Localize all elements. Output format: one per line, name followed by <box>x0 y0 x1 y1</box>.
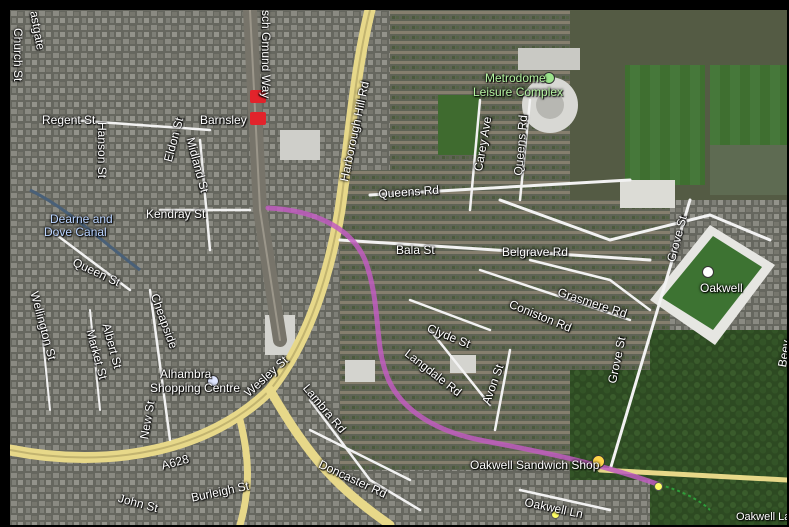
map-tiles <box>10 10 787 525</box>
stadium-icon[interactable] <box>702 266 714 278</box>
sports-centre-icon[interactable] <box>543 72 555 84</box>
rail-station-icon[interactable] <box>250 112 266 125</box>
dearne-dove-canal <box>29 188 141 272</box>
rail-station-icon[interactable] <box>250 90 266 103</box>
map-view[interactable]: astgate Church St Regent St Hanson St El… <box>10 10 787 525</box>
map-label: Metrodome <box>485 71 546 85</box>
playing-field <box>710 65 787 145</box>
map-label: Oakwell Sandwich Shop <box>470 458 600 472</box>
map-label: Dove Canal <box>44 225 107 239</box>
waypoint-icon[interactable] <box>654 482 663 491</box>
oakwell-stadium <box>650 225 775 345</box>
waypoint-icon[interactable] <box>551 510 560 519</box>
map-label: Regent St <box>42 113 96 127</box>
map-label: Alhambra <box>160 367 212 381</box>
playing-field <box>625 65 705 185</box>
map-label: Dearne and <box>50 212 113 226</box>
map-label: Bala St <box>396 243 435 257</box>
map-label: Hanson St <box>95 122 109 179</box>
map-label: Church St <box>11 28 25 82</box>
map-label: Shopping Centre <box>150 381 241 395</box>
map-label: Oakwell <box>700 281 743 295</box>
map-label: Oakwell La <box>736 511 787 523</box>
directions-route <box>265 205 663 488</box>
restaurant-icon[interactable] <box>592 455 605 468</box>
shopping-icon[interactable] <box>207 375 219 387</box>
map-label: Barnsley <box>200 113 247 127</box>
map-label: Belgrave Rd <box>502 245 569 259</box>
map-label: sch Gmund Way <box>259 10 273 99</box>
map-label: Kendray St <box>146 207 206 221</box>
map-label: Leisure Complex <box>473 85 564 99</box>
